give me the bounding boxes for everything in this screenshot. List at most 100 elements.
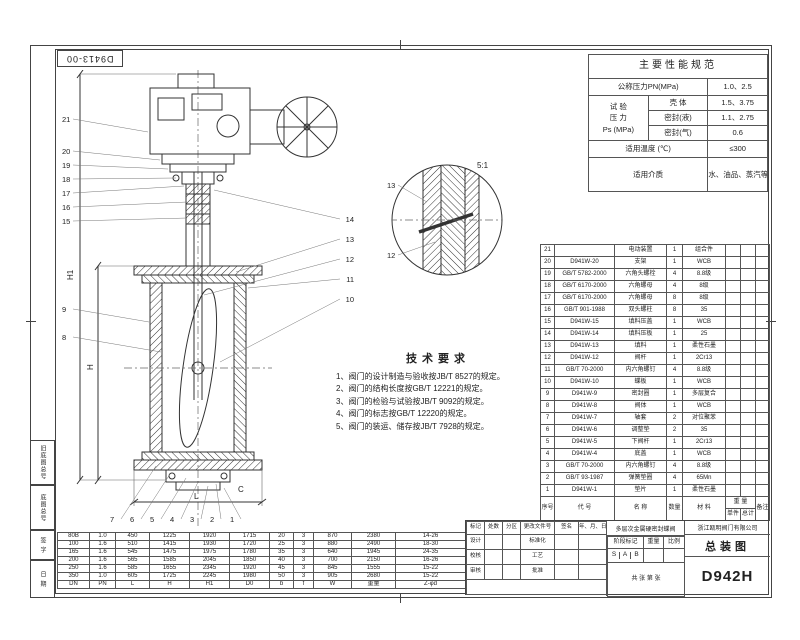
part-callout: 14	[346, 215, 354, 224]
table-cell	[740, 484, 756, 497]
tb-cell: 更改文件号	[520, 521, 555, 535]
perf-cell: 公称压力PN(MPa)	[587, 78, 709, 96]
table-cell: H	[149, 580, 190, 589]
part-callout: 4	[170, 515, 174, 524]
table-cell: 20	[269, 532, 294, 541]
bom-header-cell: 序号	[540, 496, 555, 521]
table-cell	[740, 472, 756, 485]
table-cell	[755, 316, 770, 329]
performance-title: 主要性能规范	[588, 54, 768, 79]
detail-scale-label: 5:1	[477, 161, 489, 170]
table-cell	[740, 436, 756, 449]
table-cell: 1	[666, 376, 683, 389]
callout-leader	[72, 185, 185, 194]
callout-leader	[203, 258, 341, 296]
table-cell: H1	[189, 580, 230, 589]
table-cell: 组合件	[682, 244, 726, 257]
table-cell: 35	[682, 304, 726, 317]
table-cell: 40	[269, 556, 294, 565]
table-cell: 3	[293, 540, 314, 549]
table-cell: 1.6	[89, 540, 116, 549]
table-cell: 18	[540, 280, 555, 293]
table-cell: 1780	[229, 548, 270, 557]
detail-art	[391, 164, 503, 276]
table-cell	[725, 352, 741, 365]
table-cell: 1585	[149, 556, 190, 565]
table-cell	[755, 400, 770, 413]
table-cell: f	[293, 580, 314, 589]
dim-label-h: H	[86, 364, 95, 370]
table-cell: 2Cr13	[682, 436, 726, 449]
table-cell: 下阀杆	[614, 436, 667, 449]
table-cell: 65Mn	[682, 472, 726, 485]
callout-leader	[72, 336, 162, 353]
parts-list-header: 序号 代 号 名 称 数量 材 料 重 量 备注 单件 总计	[540, 496, 770, 521]
table-cell: 六角螺母	[614, 280, 667, 293]
part-callout: 5	[150, 515, 154, 524]
table-cell: 17	[540, 292, 555, 305]
title-block: 标记 处数 分区 更改文件号 签名 年、月、日 设计 标准化 校核 工艺	[465, 520, 770, 597]
table-cell: 六角头螺栓	[614, 268, 667, 281]
table-cell	[725, 280, 741, 293]
dim-label-h1: H1	[66, 269, 75, 280]
table-cell	[740, 448, 756, 461]
table-cell	[725, 316, 741, 329]
table-cell: 电动装置	[614, 244, 667, 257]
table-cell	[740, 364, 756, 377]
table-cell: D0	[229, 580, 270, 589]
table-cell: 80B	[57, 532, 90, 541]
table-cell: PN	[89, 580, 116, 589]
table-cell	[755, 340, 770, 353]
table-cell: 16	[540, 304, 555, 317]
table-cell: 2	[540, 472, 555, 485]
table-cell	[554, 244, 615, 257]
dim-label-c: C	[238, 485, 244, 494]
tb-cell: 工艺	[520, 549, 555, 565]
table-cell	[725, 472, 741, 485]
perf-cell: 密封(气)	[647, 125, 709, 141]
table-cell: WCB	[682, 376, 726, 389]
part-callout: 13	[346, 235, 354, 244]
table-cell: 1	[666, 388, 683, 401]
table-cell: 1720	[229, 540, 270, 549]
callout-leader	[72, 150, 161, 161]
callout-leader	[219, 298, 341, 363]
table-cell: 1655	[149, 564, 190, 573]
dim-label-l: L	[194, 492, 199, 501]
tb-cell	[484, 534, 503, 550]
tb-cell: 校核	[466, 549, 485, 565]
callout-leader	[120, 465, 157, 520]
table-cell: 1.6	[89, 548, 116, 557]
table-cell	[755, 484, 770, 497]
tb-cell: 签名	[554, 521, 579, 535]
table-cell: 内六角螺钉	[614, 364, 667, 377]
table-cell	[755, 472, 770, 485]
bom-header-cell: 备注	[755, 496, 770, 521]
part-callout: 15	[62, 217, 70, 226]
table-cell	[725, 364, 741, 377]
table-cell	[755, 256, 770, 269]
table-cell	[755, 412, 770, 425]
table-cell: 弹簧垫圈	[614, 472, 667, 485]
table-cell: GB/T 5782-2000	[554, 268, 615, 281]
table-cell: 柔性石墨	[682, 340, 726, 353]
table-cell: 1	[666, 400, 683, 413]
table-cell: 9	[540, 388, 555, 401]
table-cell: 35	[682, 424, 726, 437]
part-callout: 2	[210, 515, 214, 524]
table-cell: 阀杆	[614, 352, 667, 365]
archive-box-master: 底图总号	[30, 485, 55, 530]
bom-header-cell: 名 称	[614, 496, 667, 521]
